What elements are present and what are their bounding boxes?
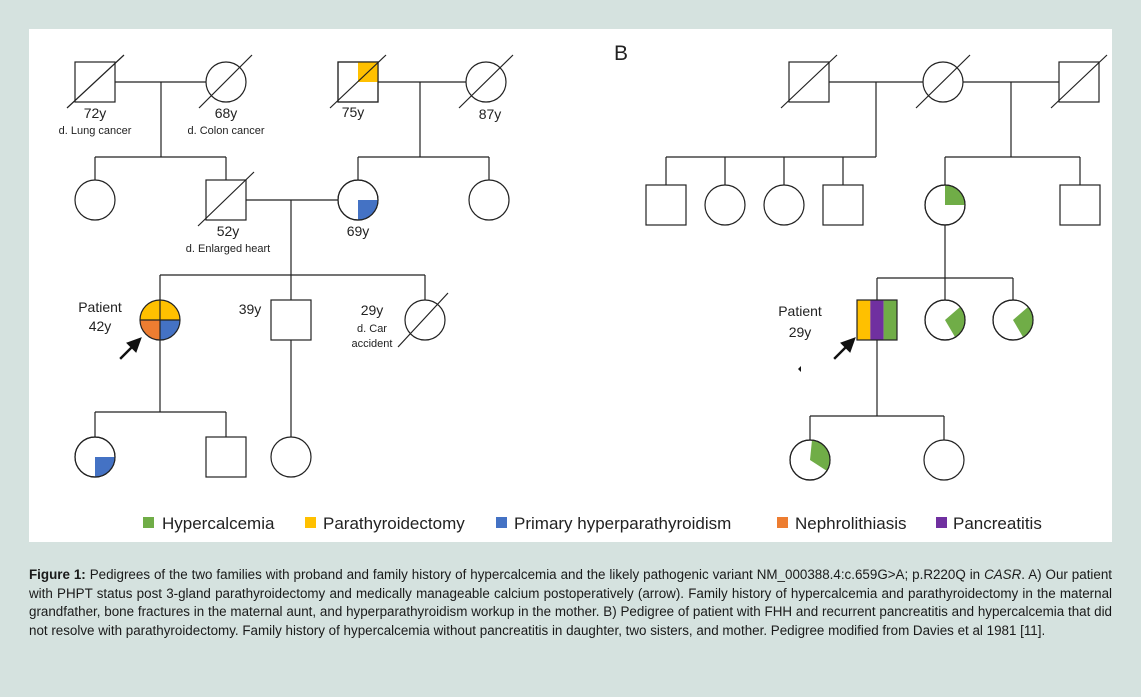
proband-arrow-b xyxy=(833,337,856,360)
father-note: d. Enlarged heart xyxy=(186,243,270,255)
hypercalcemia-quadrant xyxy=(945,185,965,205)
panel-a: 72y d. Lung cancer 68y d. Colon cancer 7… xyxy=(59,54,514,478)
sister-symbol xyxy=(397,292,449,348)
pedigree-figure: 72y d. Lung cancer 68y d. Colon cancer 7… xyxy=(29,29,1112,542)
patient-a-label: Patient xyxy=(78,299,122,315)
b-uncle-2-symbol xyxy=(822,184,864,226)
paternal-grandfather-age: 72y xyxy=(84,105,107,121)
b-grandfather-2-symbol xyxy=(1050,54,1108,109)
proband-arrow-a xyxy=(119,337,142,360)
legend-label-hypercalcemia: Hypercalcemia xyxy=(162,514,275,533)
legend-label-pancreatitis: Pancreatitis xyxy=(953,514,1042,533)
b-aunt-1-symbol xyxy=(704,184,746,226)
maternal-grandmother-age: 87y xyxy=(479,106,502,122)
nephrolithiasis-quadrant xyxy=(140,320,160,340)
legend: Hypercalcemia Parathyroidectomy Primary … xyxy=(143,514,1042,533)
b-sister-1-symbol xyxy=(924,299,966,341)
b-uncle-1-symbol xyxy=(645,184,687,226)
primary-hyperparathyroidism-quadrant xyxy=(95,457,115,477)
mother-age: 69y xyxy=(347,223,370,239)
primary-hyperparathyroidism-quadrant xyxy=(160,320,180,340)
paternal-grandfather-note: d. Lung cancer xyxy=(59,125,132,137)
figure-caption: Figure 1: Pedigrees of the two families … xyxy=(29,566,1112,640)
legend-label-parathyroidectomy: Parathyroidectomy xyxy=(323,514,465,533)
maternal-aunt-symbol xyxy=(468,179,510,221)
maternal-grandfather-symbol xyxy=(329,54,387,109)
b-mother-symbol xyxy=(924,184,966,226)
caption-figure-label: Figure 1: xyxy=(29,567,86,582)
b-aunt-2-symbol xyxy=(763,184,805,226)
brother-symbol xyxy=(270,299,312,341)
parathyroidectomy-stripe xyxy=(857,300,871,340)
daughter-a-symbol xyxy=(74,436,116,478)
hypercalcemia-stripe xyxy=(883,300,897,340)
legend-swatch-primary-hyperparathyroidism xyxy=(496,517,507,528)
sister-note-1: d. Car xyxy=(357,323,387,335)
pancreatitis-stripe xyxy=(870,300,884,340)
pedigree-lines-a xyxy=(94,81,490,437)
b-grandfather-1-symbol xyxy=(780,54,838,109)
paternal-grandmother-age: 68y xyxy=(215,105,238,121)
hypercalcemia-quadrant xyxy=(1013,307,1033,337)
caption-gene: CASR xyxy=(984,567,1022,582)
legend-label-primary-hyperparathyroidism: Primary hyperparathyroidism xyxy=(514,514,731,533)
paternal-aunt-symbol xyxy=(74,179,116,221)
father-age: 52y xyxy=(217,223,240,239)
parathyroidectomy-quadrant xyxy=(140,300,160,320)
caption-text-2: . A) Our patient with PHPT status post 3… xyxy=(29,567,1113,638)
patient-b-age: 29y xyxy=(789,324,812,340)
brother-age: 39y xyxy=(239,301,262,317)
maternal-grandfather-age: 75y xyxy=(342,104,365,120)
maternal-grandmother-symbol xyxy=(458,54,514,109)
b-uncle-3-symbol xyxy=(1059,184,1101,226)
legend-swatch-nephrolithiasis xyxy=(777,517,788,528)
primary-hyperparathyroidism-quadrant xyxy=(358,200,378,220)
sister-note-2: accident xyxy=(352,338,393,350)
legend-swatch-parathyroidectomy xyxy=(305,517,316,528)
sister-age: 29y xyxy=(361,302,384,318)
parathyroidectomy-quadrant xyxy=(160,300,180,320)
paternal-grandmother-note: d. Colon cancer xyxy=(187,125,264,137)
patient-a-symbol xyxy=(139,299,181,341)
patient-b-label: Patient xyxy=(778,303,822,319)
legend-swatch-hypercalcemia xyxy=(143,517,154,528)
b-daughter-symbol xyxy=(789,439,831,481)
panel-b-label: B xyxy=(614,42,628,65)
b-grandmother-symbol xyxy=(915,54,971,109)
b-child-2-symbol xyxy=(923,439,965,481)
hypercalcemia-quadrant xyxy=(945,307,965,337)
nibling-a-symbol xyxy=(270,436,312,478)
father-symbol xyxy=(197,171,255,227)
pedigree-lines-b xyxy=(665,81,1081,440)
son-a-symbol xyxy=(205,436,247,478)
legend-swatch-pancreatitis xyxy=(936,517,947,528)
mother-symbol xyxy=(337,179,379,221)
paternal-grandmother-symbol xyxy=(198,54,253,109)
patient-b-symbol xyxy=(856,299,898,341)
stray-mark xyxy=(798,366,801,372)
paternal-grandfather-symbol xyxy=(66,54,125,109)
panel-b: B xyxy=(614,42,1108,481)
patient-a-age: 42y xyxy=(89,318,112,334)
b-sister-2-symbol xyxy=(992,299,1034,341)
legend-label-nephrolithiasis: Nephrolithiasis xyxy=(795,514,907,533)
caption-text-1: Pedigrees of the two families with proba… xyxy=(85,567,985,582)
